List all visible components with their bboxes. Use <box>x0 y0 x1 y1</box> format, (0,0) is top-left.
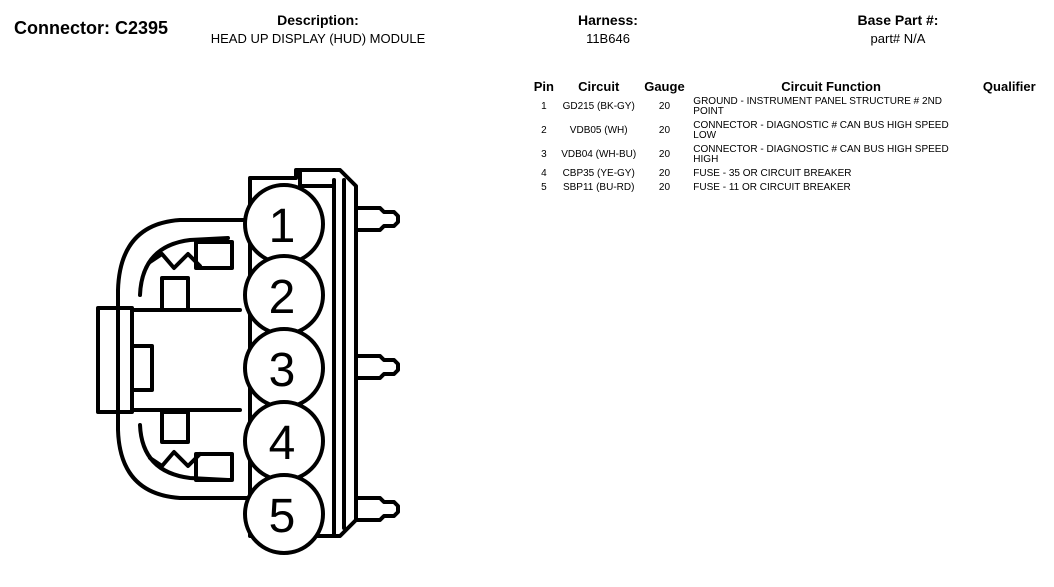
table-row: 1 GD215 (BK-GY) 20 GROUND - INSTRUMENT P… <box>530 96 1054 120</box>
harness-value: 11B646 <box>586 31 630 46</box>
header-circuit-function: Circuit Function <box>781 79 881 94</box>
connector-diagram: 1 2 3 4 5 <box>96 168 400 555</box>
pin-terminal-3: 3 <box>243 327 325 409</box>
cell-circuit: SBP11 (BU-RD) <box>562 182 635 193</box>
cell-circuit: VDB05 (WH) <box>569 125 628 136</box>
pin-terminal-4: 4 <box>243 400 325 482</box>
pin-terminal-1: 1 <box>243 183 325 265</box>
cell-function: GROUND - INSTRUMENT PANEL STRUCTURE # 2N… <box>693 96 943 117</box>
connector-housing-left <box>96 218 250 500</box>
cell-qualifier <box>971 144 1054 168</box>
cell-pin: 1 <box>541 101 547 112</box>
header-circuit: Circuit <box>578 79 620 94</box>
table-row: 4 CBP35 (YE-GY) 20 FUSE - 35 OR CIRCUIT … <box>530 168 1054 182</box>
cell-circuit: GD215 (BK-GY) <box>562 101 635 112</box>
base-part-value: part# N/A <box>870 31 926 46</box>
header-gauge: Gauge <box>644 79 685 94</box>
cell-function: FUSE - 11 OR CIRCUIT BREAKER <box>693 182 851 193</box>
cell-qualifier <box>971 182 1054 196</box>
cell-qualifier <box>971 168 1054 182</box>
cell-function: FUSE - 35 OR CIRCUIT BREAKER <box>693 168 852 179</box>
description-block: Description: HEAD UP DISPLAY (HUD) MODUL… <box>190 12 446 46</box>
table-row: 5 SBP11 (BU-RD) 20 FUSE - 11 OR CIRCUIT … <box>530 182 1054 196</box>
cell-gauge: 20 <box>658 168 671 179</box>
cell-gauge: 20 <box>658 125 671 136</box>
table-row: 2 VDB05 (WH) 20 CONNECTOR - DIAGNOSTIC #… <box>530 120 1054 144</box>
pin-number-2: 2 <box>269 271 296 324</box>
cell-circuit: CBP35 (YE-GY) <box>562 168 635 179</box>
pin-terminal-5: 5 <box>243 473 325 555</box>
cell-gauge: 20 <box>658 182 671 193</box>
cell-function: CONNECTOR - DIAGNOSTIC # CAN BUS HIGH SP… <box>693 144 949 165</box>
pin-table-header-row: Pin Circuit Gauge Circuit Function Quali… <box>530 80 1054 96</box>
description-label: Description: <box>277 12 359 28</box>
cell-gauge: 20 <box>658 149 671 160</box>
cell-qualifier <box>971 120 1054 144</box>
cell-qualifier <box>971 96 1054 120</box>
pin-number-5: 5 <box>269 490 296 543</box>
cell-pin: 3 <box>541 149 547 160</box>
description-value: HEAD UP DISPLAY (HUD) MODULE <box>210 31 426 46</box>
cell-pin: 4 <box>541 168 547 179</box>
header-qualifier: Qualifier <box>982 79 1036 94</box>
header-pin: Pin <box>533 79 554 94</box>
pin-table: Pin Circuit Gauge Circuit Function Quali… <box>530 80 1054 196</box>
pin-terminal-2: 2 <box>243 254 325 336</box>
connector-title: Connector: C2395 <box>14 18 169 38</box>
pin-terminals: 1 2 3 4 5 <box>243 183 325 555</box>
cell-pin: 2 <box>541 125 547 136</box>
harness-label: Harness: <box>578 12 638 28</box>
cell-circuit: VDB04 (WH-BU) <box>561 149 637 160</box>
base-part-label: Base Part #: <box>857 12 939 28</box>
pin-number-1: 1 <box>269 200 296 253</box>
pin-number-3: 3 <box>269 344 296 397</box>
cell-pin: 5 <box>541 182 547 193</box>
table-row: 3 VDB04 (WH-BU) 20 CONNECTOR - DIAGNOSTI… <box>530 144 1054 168</box>
cell-gauge: 20 <box>658 101 671 112</box>
cell-function: CONNECTOR - DIAGNOSTIC # CAN BUS HIGH SP… <box>693 120 949 141</box>
base-part-block: Base Part #: part# N/A <box>820 12 976 46</box>
harness-block: Harness: 11B646 <box>548 12 668 46</box>
pin-number-4: 4 <box>269 417 296 470</box>
